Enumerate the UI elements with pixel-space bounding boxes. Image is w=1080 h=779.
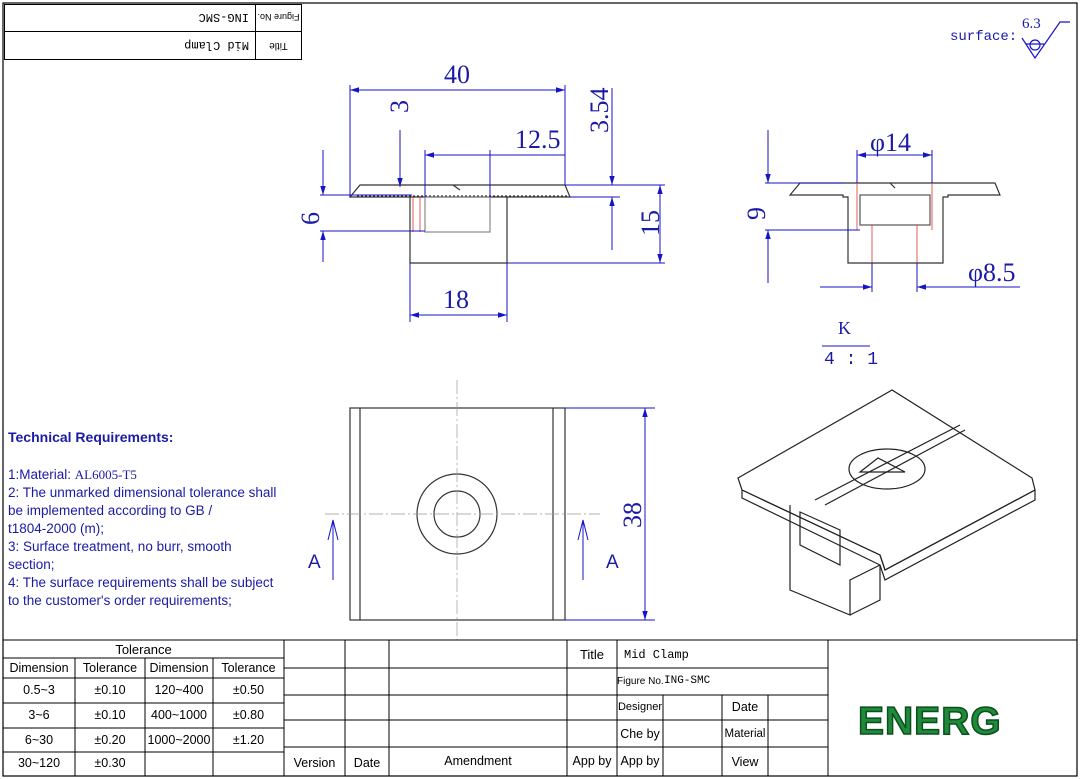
side-view (788, 182, 1001, 264)
tol-r3-c0: 30~120 (17, 756, 61, 770)
tol-r1-c1: ±0.10 (94, 708, 126, 722)
tol-header-tolerance-1: Tolerance (82, 661, 138, 675)
tb-designer: Designer (617, 701, 663, 713)
tb-figure-value: ING-SMC (664, 675, 711, 687)
dim-12-5: 12.5 (515, 125, 561, 154)
tol-r0-c1: ±0.10 (94, 683, 126, 697)
rev-date: Date (353, 756, 381, 770)
bottom-grid (3, 639, 1077, 776)
tech-line-2a: 2: The unmarked dimensional tolerance sh… (8, 485, 277, 500)
tol-r0-c0: 0.5~3 (23, 683, 55, 697)
tol-r2-c3: ±1.20 (232, 733, 265, 747)
tol-r1-c0: 3~6 (28, 708, 50, 722)
top-dimension-lines (327, 407, 655, 621)
dim-phi8-5: φ8.5 (968, 258, 1016, 287)
isometric-view (737, 389, 1036, 616)
front-hidden-lines (412, 197, 421, 232)
dim-18: 18 (443, 285, 469, 314)
dim-3-54: 3.54 (585, 87, 614, 134)
upside-down-title-box: Title Mid Clamp Figure No. ING-SMC (4, 4, 302, 60)
upside-down-figure-row: Figure No. ING-SMC (5, 4, 301, 32)
tech-line-4b: to the customer's order requirements; (8, 593, 232, 608)
tol-r0-c2: 120~400 (154, 683, 204, 697)
tech-line-4a: 4: The surface requirements shall be sub… (8, 575, 274, 590)
tech-material-label: 1:Material: (8, 467, 75, 482)
surface-symbol (1021, 21, 1070, 60)
tol-r3-c1: ±0.30 (94, 756, 126, 770)
section-a-right: A (606, 552, 619, 573)
upside-down-title-row: Title Mid Clamp (5, 31, 301, 59)
tech-line-2b: be implemented according to GB / (8, 503, 213, 518)
tol-header-tolerance-2: Tolerance (221, 661, 276, 675)
dim-15: 15 (636, 210, 665, 236)
tol-r2-c1: ±0.20 (94, 733, 126, 747)
tolerance-title: Tolerance (115, 642, 172, 657)
dim-38: 38 (618, 502, 647, 528)
dim-40: 40 (444, 60, 470, 89)
rev-app-by: App by (572, 754, 612, 768)
tb-view: View (731, 755, 759, 769)
top-centerlines (325, 380, 600, 640)
tb-app-by: App by (620, 754, 660, 768)
rev-amendment: Amendment (444, 754, 512, 768)
energ-logo: ENERG (857, 699, 1002, 744)
tb-title-value: Mid Clamp (624, 648, 689, 662)
section-a-left: A (308, 552, 321, 573)
tech-title: Technical Requirements: (8, 429, 174, 445)
tol-header-dimension-1: Dimension (9, 661, 69, 675)
surface-label: surface: (950, 29, 1018, 45)
front-dimension-lines (320, 85, 665, 322)
upside-down-title-value: Mid Clamp (184, 38, 249, 52)
upside-down-figure-label: Figure No. (255, 4, 301, 31)
side-hidden-lines (856, 183, 933, 263)
upside-down-figure-value: ING-SMC (198, 10, 249, 24)
side-profile (788, 182, 1001, 264)
detail-k: K (838, 318, 851, 338)
dim-phi14: φ14 (870, 128, 912, 157)
front-view (348, 184, 571, 264)
upside-down-title-label: Title (255, 31, 301, 59)
tb-date: Date (731, 700, 759, 714)
tech-line-3a: 3: Surface treatment, no burr, smooth (8, 539, 232, 554)
tb-che-by: Che by (620, 727, 660, 741)
detail-scale: 4 : 1 (824, 350, 879, 370)
tb-figure-label: Figure No. (617, 676, 664, 687)
tol-r0-c3: ±0.50 (232, 683, 265, 697)
surface-value: 6.3 (1022, 16, 1041, 32)
side-dimension-lines (765, 130, 1020, 347)
tech-line-3b: section; (8, 557, 55, 572)
tech-line-2c: t1804-2000 (m); (8, 521, 105, 536)
tol-r1-c3: ±0.80 (232, 708, 265, 722)
tol-header-dimension-2: Dimension (149, 661, 209, 675)
tb-title-label: Title (579, 647, 605, 662)
tol-r2-c0: 6~30 (24, 733, 54, 747)
dim-9: 9 (742, 207, 771, 220)
tech-material-value: AL6005-T5 (74, 467, 137, 482)
tb-material: Material (724, 728, 766, 740)
tol-r2-c2: 1000~2000 (147, 733, 211, 747)
tech-material-line: 1:Material: AL6005-T5 (8, 466, 313, 484)
dim-6: 6 (296, 212, 325, 225)
front-body (409, 197, 508, 264)
technical-requirements: Technical Requirements: 1:Material: AL60… (8, 428, 313, 610)
rev-version: Version (293, 756, 336, 770)
side-cavity (859, 194, 931, 226)
tol-r1-c2: 400~1000 (151, 708, 207, 722)
dim-3: 3 (385, 100, 414, 113)
